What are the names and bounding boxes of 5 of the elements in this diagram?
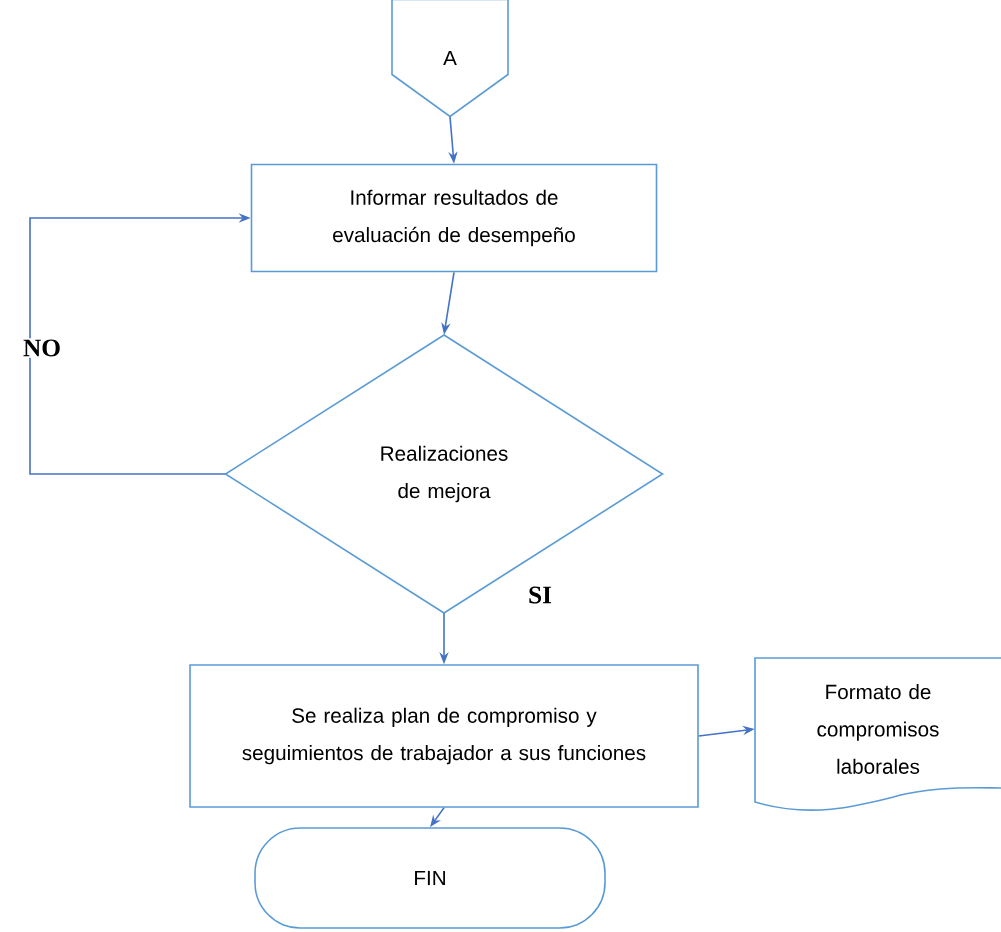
edge-label: NO <box>21 338 63 358</box>
process-box: Se realiza plan de compromiso y seguimientos de trabajador a sus funciones <box>189 664 699 808</box>
process-box: Informar resultados de evaluación de desempeño <box>250 163 658 273</box>
off-page-connector: A <box>391 0 509 118</box>
edge-label: SI <box>526 585 554 605</box>
